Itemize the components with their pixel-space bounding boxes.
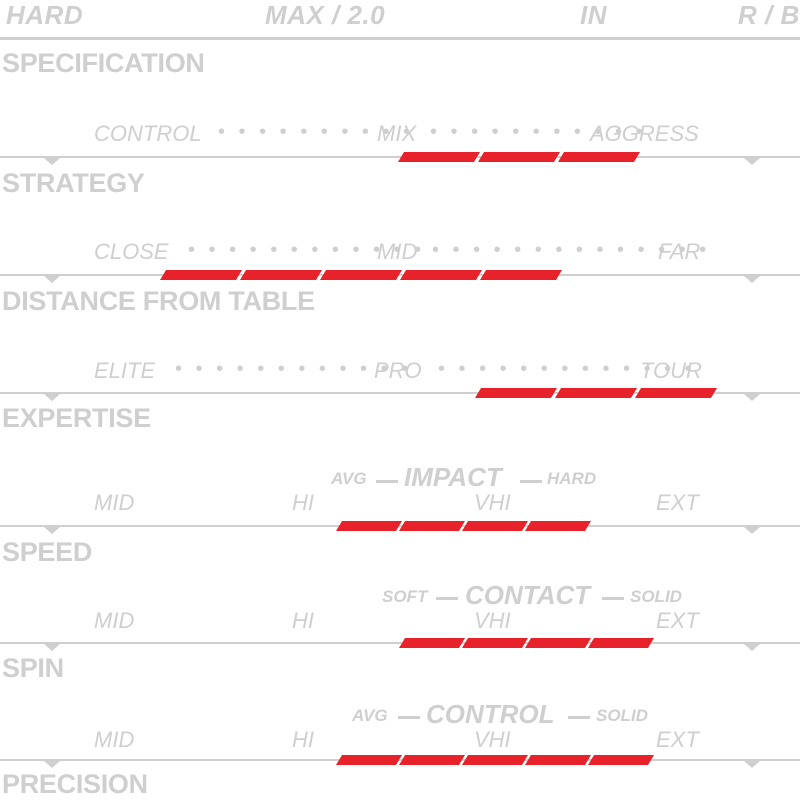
sub-right-solid: SOLID	[596, 706, 648, 725]
sub-left-avg: AVG	[352, 706, 388, 725]
rating-segment	[399, 755, 465, 765]
sub-left-avg: AVG	[331, 469, 367, 488]
scale-ext: EXT	[656, 608, 699, 633]
sub-left-soft: SOFT	[382, 587, 428, 606]
sub-right-solid: SOLID	[630, 587, 682, 606]
scale-vhi: VHI	[474, 727, 511, 752]
sub-dash	[376, 480, 398, 483]
expertise-segments	[475, 388, 717, 398]
scale-hi: HI	[292, 727, 314, 752]
scale-dots: • • • • • • • • • • • • • •	[432, 239, 711, 261]
scale-hi: HI	[292, 608, 314, 633]
precision-track	[0, 759, 800, 768]
rating-segment	[525, 638, 591, 648]
distance-track	[0, 274, 800, 283]
sub-center-contact: CONTACT	[465, 580, 591, 610]
speed-track	[0, 525, 800, 534]
rating-segment	[588, 755, 654, 765]
header-hard: HARD	[6, 0, 84, 30]
expertise-track	[0, 392, 800, 401]
sub-dash	[568, 716, 590, 719]
scale-pro: PRO	[374, 358, 422, 383]
rating-segment	[399, 521, 465, 531]
rating-segment	[525, 521, 591, 531]
scale-mid: MID	[94, 727, 135, 752]
speed-segments	[336, 521, 591, 531]
rating-segment	[588, 638, 654, 648]
scale-aggress: AGGRESS	[590, 121, 699, 146]
section-label-spin: SPIN	[2, 653, 64, 683]
scale-dots: • • • • • • • • • • •	[430, 121, 647, 143]
header-rb: R / B	[738, 0, 800, 30]
rating-segment	[398, 152, 480, 162]
rating-segment	[320, 270, 402, 280]
rating-segment	[525, 755, 591, 765]
section-label-distance: DISTANCE FROM TABLE	[2, 286, 315, 316]
header-divider	[0, 37, 800, 40]
rating-segment	[478, 152, 560, 162]
scale-mid: MID	[94, 490, 135, 515]
scale-hi: HI	[292, 490, 314, 515]
scale-dots: • • • • • • • • • • • •	[188, 239, 426, 261]
rating-segment	[462, 638, 528, 648]
scale-ext: EXT	[656, 727, 699, 752]
scale-dots: • • • • • • • • • • • •	[175, 358, 413, 380]
rating-segment	[555, 388, 637, 398]
rating-segment	[462, 755, 528, 765]
scale-close: CLOSE	[94, 239, 169, 264]
rating-segment	[635, 388, 717, 398]
header-in: IN	[580, 0, 607, 30]
scale-mid: MID	[377, 239, 418, 264]
section-label-expertise: EXPERTISE	[2, 403, 151, 433]
scale-tour: TOUR	[640, 358, 702, 383]
rating-segment	[336, 755, 402, 765]
section-label-strategy: STRATEGY	[2, 168, 145, 198]
strategy-track	[0, 156, 800, 165]
scale-vhi: VHI	[474, 490, 511, 515]
section-label-speed: SPEED	[2, 537, 93, 567]
rating-segment	[462, 521, 528, 531]
distance-segments	[160, 270, 562, 280]
rating-segment	[240, 270, 322, 280]
rating-segment	[160, 270, 242, 280]
sub-right-hard: HARD	[547, 469, 597, 488]
sub-center-control: CONTROL	[426, 699, 555, 729]
scale-control: CONTROL	[94, 121, 202, 146]
rating-segment	[480, 270, 562, 280]
scale-vhi: VHI	[474, 608, 511, 633]
rating-segment	[336, 521, 402, 531]
scale-dots: • • • • • • • • • • • • •	[438, 358, 696, 380]
rating-segment	[475, 388, 557, 398]
rating-segment	[558, 152, 640, 162]
scale-elite: ELITE	[94, 358, 156, 383]
rating-segment	[400, 270, 482, 280]
sub-center-impact: IMPACT	[404, 462, 502, 492]
scale-far: FAR	[658, 239, 701, 264]
section-label-precision: PRECISION	[2, 769, 148, 799]
spin-track	[0, 642, 800, 651]
scale-ext: EXT	[656, 490, 699, 515]
scale-dots: • • • • • • • • • •	[218, 121, 415, 143]
precision-segments	[336, 755, 654, 765]
sub-dash	[436, 597, 458, 600]
scale-mix: MIX	[377, 121, 417, 146]
strategy-segments	[398, 152, 640, 162]
header-max: MAX / 2.0	[265, 0, 386, 30]
scale-mid: MID	[94, 608, 135, 633]
sub-dash	[520, 480, 542, 483]
section-label-specification: SPECIFICATION	[2, 48, 205, 78]
sub-dash	[602, 597, 624, 600]
spin-segments	[399, 638, 654, 648]
sub-dash	[398, 716, 420, 719]
rating-segment	[399, 638, 465, 648]
